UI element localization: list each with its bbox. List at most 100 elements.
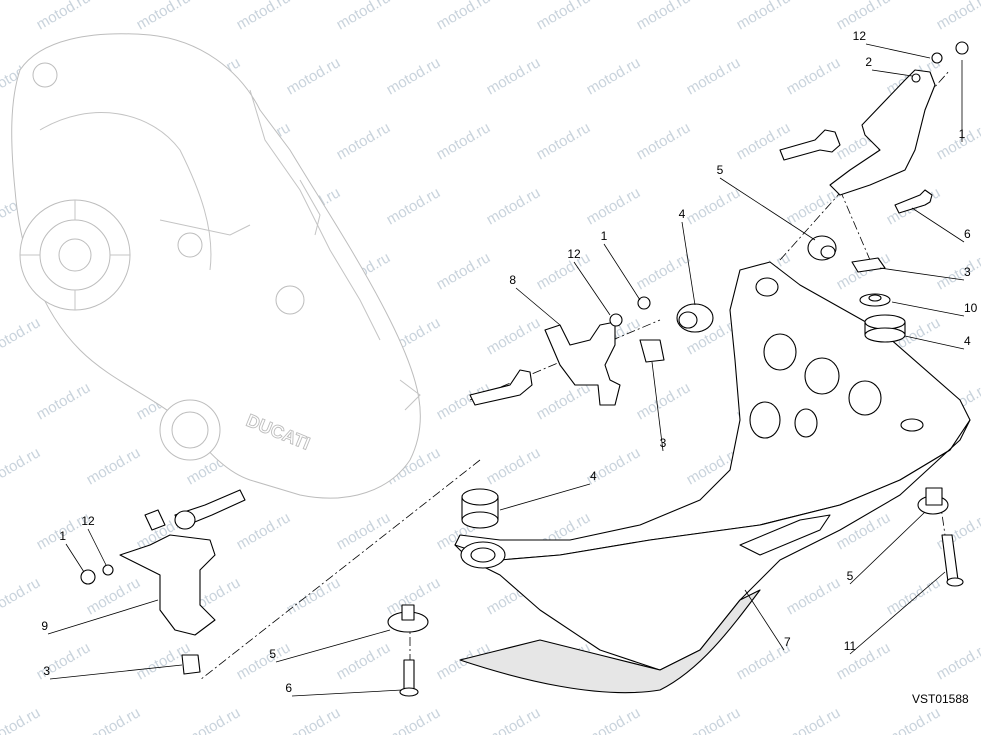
bracket-lower-left: [80, 489, 246, 675]
watermark-text: motod.ru: [184, 704, 244, 735]
watermark-text: motod.ru: [234, 509, 294, 553]
leader-line: [865, 43, 931, 59]
watermark-text: motod.ru: [0, 444, 43, 488]
watermark-text: motod.ru: [784, 54, 844, 98]
leader-line: [904, 335, 965, 350]
watermark-text: motod.ru: [584, 54, 644, 98]
leader-line: [849, 511, 926, 585]
callout-number: 5: [269, 647, 276, 661]
leader-line: [47, 599, 159, 635]
leader-line: [651, 361, 664, 452]
watermark-text: motod.ru: [0, 574, 43, 618]
callout-number: 3: [660, 436, 667, 450]
callout-number: 5: [847, 569, 854, 583]
callout-number: 4: [964, 334, 971, 348]
callout-number: 6: [285, 681, 292, 695]
watermark-text: motod.ru: [784, 704, 844, 735]
watermark-text: motod.ru: [934, 509, 981, 553]
watermark-text: motod.ru: [684, 184, 744, 228]
watermark-text: motod.ru: [434, 249, 494, 293]
watermark-text: motod.ru: [784, 574, 844, 618]
callout-number: 4: [590, 469, 597, 483]
watermark-text: motod.ru: [234, 639, 294, 683]
watermark-text: motod.ru: [684, 54, 744, 98]
watermark-text: motod.ru: [334, 509, 394, 553]
callout-number: 7: [784, 635, 791, 649]
watermark-text: motod.ru: [134, 0, 194, 33]
callout-number: 9: [41, 619, 48, 633]
watermark-text: motod.ru: [284, 54, 344, 98]
leader-line: [49, 664, 183, 680]
watermark-text: motod.ru: [934, 249, 981, 293]
leader-line: [65, 543, 85, 573]
watermark-text: motod.ru: [334, 639, 394, 683]
drawing-code: VST01588: [912, 692, 969, 706]
watermark-text: motod.ru: [84, 704, 144, 735]
leader-line: [871, 69, 913, 77]
engine-side-cover: DUCATI: [11, 33, 421, 499]
watermark-text: motod.ru: [484, 184, 544, 228]
leader-line: [879, 267, 965, 281]
callout-number: 1: [601, 229, 608, 243]
watermark-text: motod.ru: [834, 639, 894, 683]
watermark-text: motod.ru: [784, 184, 844, 228]
watermark-text: motod.ru: [484, 54, 544, 98]
watermark-text: motod.ru: [634, 379, 694, 423]
watermark-text: motod.ru: [684, 704, 744, 735]
leader-line: [275, 629, 391, 663]
watermark-text: motod.ru: [884, 704, 944, 735]
callout-number: 5: [717, 163, 724, 177]
watermark-text: motod.ru: [934, 639, 981, 683]
watermark-text: motod.ru: [284, 574, 344, 618]
watermark-text: motod.ru: [534, 119, 594, 163]
watermark-text: motod.ru: [934, 0, 981, 33]
leader-line: [87, 528, 107, 566]
watermark-text: motod.ru: [84, 444, 144, 488]
watermark-text: motod.ru: [634, 249, 694, 293]
watermark-text: motod.ru: [534, 0, 594, 33]
watermark-text: motod.ru: [284, 704, 344, 735]
callout-number: 1: [959, 127, 966, 141]
watermark-text: motod.ru: [434, 119, 494, 163]
leader-line: [499, 483, 591, 511]
bracket-middle: [469, 296, 714, 406]
leader-line: [681, 221, 696, 306]
callout-number: 12: [853, 29, 867, 43]
leader-line: [719, 177, 816, 241]
watermark-text: motod.ru: [584, 704, 644, 735]
watermark-text: motod.ru: [634, 119, 694, 163]
leader-lines: [47, 43, 965, 697]
leader-line: [515, 287, 561, 326]
watermark-text: motod.ru: [584, 184, 644, 228]
watermark-text: motod.ru: [384, 54, 444, 98]
callout-number: 12: [567, 247, 581, 261]
watermark-text: motod.ru: [34, 379, 94, 423]
callout-number: 6: [964, 227, 971, 241]
callout-number: 1: [59, 529, 66, 543]
leader-line: [911, 207, 965, 243]
skid-plate: [454, 261, 971, 694]
watermark-text: motod.ru: [484, 704, 544, 735]
watermark-text: motod.ru: [534, 249, 594, 293]
leader-line: [849, 571, 946, 655]
leader-line: [573, 261, 611, 316]
watermark-text: motod.ru: [234, 0, 294, 33]
watermark-text: motod.ru: [34, 0, 94, 33]
watermark-text: motod.ru: [484, 314, 544, 358]
leader-line: [291, 689, 403, 697]
leader-line: [891, 301, 965, 317]
leader-line: [603, 243, 641, 301]
callout-number: 4: [679, 207, 686, 221]
watermark-text: motod.ru: [0, 314, 43, 358]
leader-line: [744, 589, 785, 651]
watermark-text: motod.ru: [0, 704, 43, 735]
watermark-text: motod.ru: [484, 444, 544, 488]
watermark-text: motod.ru: [434, 0, 494, 33]
callout-number: 8: [509, 273, 516, 287]
watermark-text: motod.ru: [384, 184, 444, 228]
callout-number: 11: [844, 639, 857, 653]
bracket-upper-right: [779, 41, 969, 343]
